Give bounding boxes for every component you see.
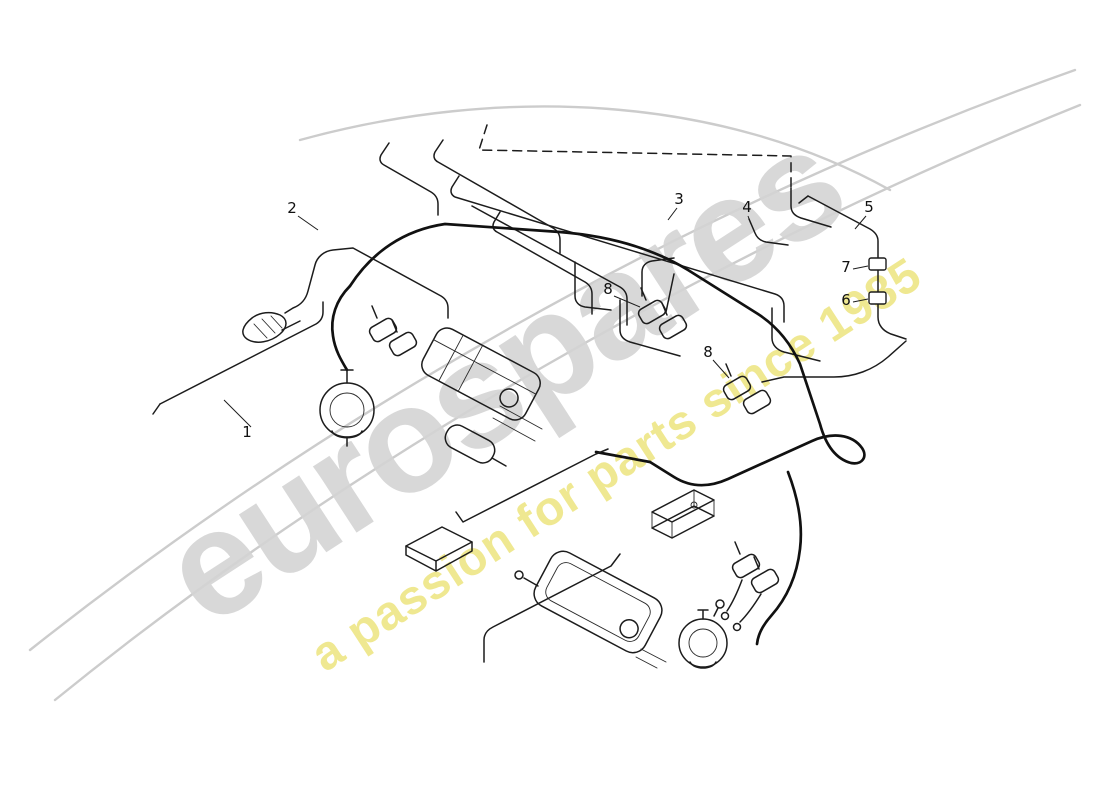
valve-cover-bottom bbox=[533, 550, 663, 654]
svg-text:1: 1 bbox=[242, 423, 252, 441]
intake-bracket bbox=[242, 311, 287, 343]
swoosh-arc bbox=[298, 105, 892, 192]
bracket-right bbox=[651, 489, 715, 539]
solenoid-valves-center bbox=[637, 287, 688, 340]
egr-valve-left bbox=[319, 369, 375, 447]
svg-text:7: 7 bbox=[841, 258, 851, 276]
svg-text:5: 5 bbox=[864, 198, 874, 216]
svg-text:3: 3 bbox=[674, 190, 684, 208]
swoosh-arc bbox=[53, 103, 1082, 702]
pipe-fitting-7 bbox=[868, 257, 887, 271]
canister bbox=[444, 424, 507, 467]
solenoid-valves-upper-left bbox=[368, 305, 418, 357]
callout: 2 bbox=[287, 199, 319, 231]
callout: 8 bbox=[603, 280, 641, 308]
svg-text:8: 8 bbox=[703, 343, 713, 361]
pipes-left bbox=[152, 247, 449, 415]
valve-cover-top bbox=[421, 327, 541, 421]
svg-text:2: 2 bbox=[287, 199, 297, 217]
callout: 4 bbox=[742, 198, 752, 225]
svg-text:4: 4 bbox=[742, 198, 752, 216]
svg-text:6: 6 bbox=[841, 291, 851, 309]
callout: 5 bbox=[854, 198, 874, 230]
pipe-fitting-6 bbox=[868, 291, 887, 305]
svg-text:8: 8 bbox=[603, 280, 613, 298]
pipes-top bbox=[379, 124, 792, 357]
control-module-box bbox=[405, 526, 473, 572]
callout: 8 bbox=[703, 343, 730, 379]
solenoid-valves-bottom bbox=[720, 541, 780, 632]
engine-block-bottom bbox=[514, 570, 667, 669]
callout: 7 bbox=[841, 258, 869, 276]
swoosh-arc bbox=[28, 68, 1077, 652]
watermark-swoosh bbox=[28, 68, 1082, 702]
callout: 3 bbox=[667, 190, 684, 221]
egr-valve-bottom bbox=[678, 599, 728, 669]
callout: 1 bbox=[223, 399, 252, 441]
intake-runners-top bbox=[492, 405, 543, 442]
pipes-bottom bbox=[455, 448, 621, 663]
solenoid-valves-right bbox=[722, 363, 772, 415]
main-vacuum-line bbox=[330, 222, 866, 646]
callout: 6 bbox=[841, 291, 869, 309]
pipes-right bbox=[748, 187, 907, 383]
